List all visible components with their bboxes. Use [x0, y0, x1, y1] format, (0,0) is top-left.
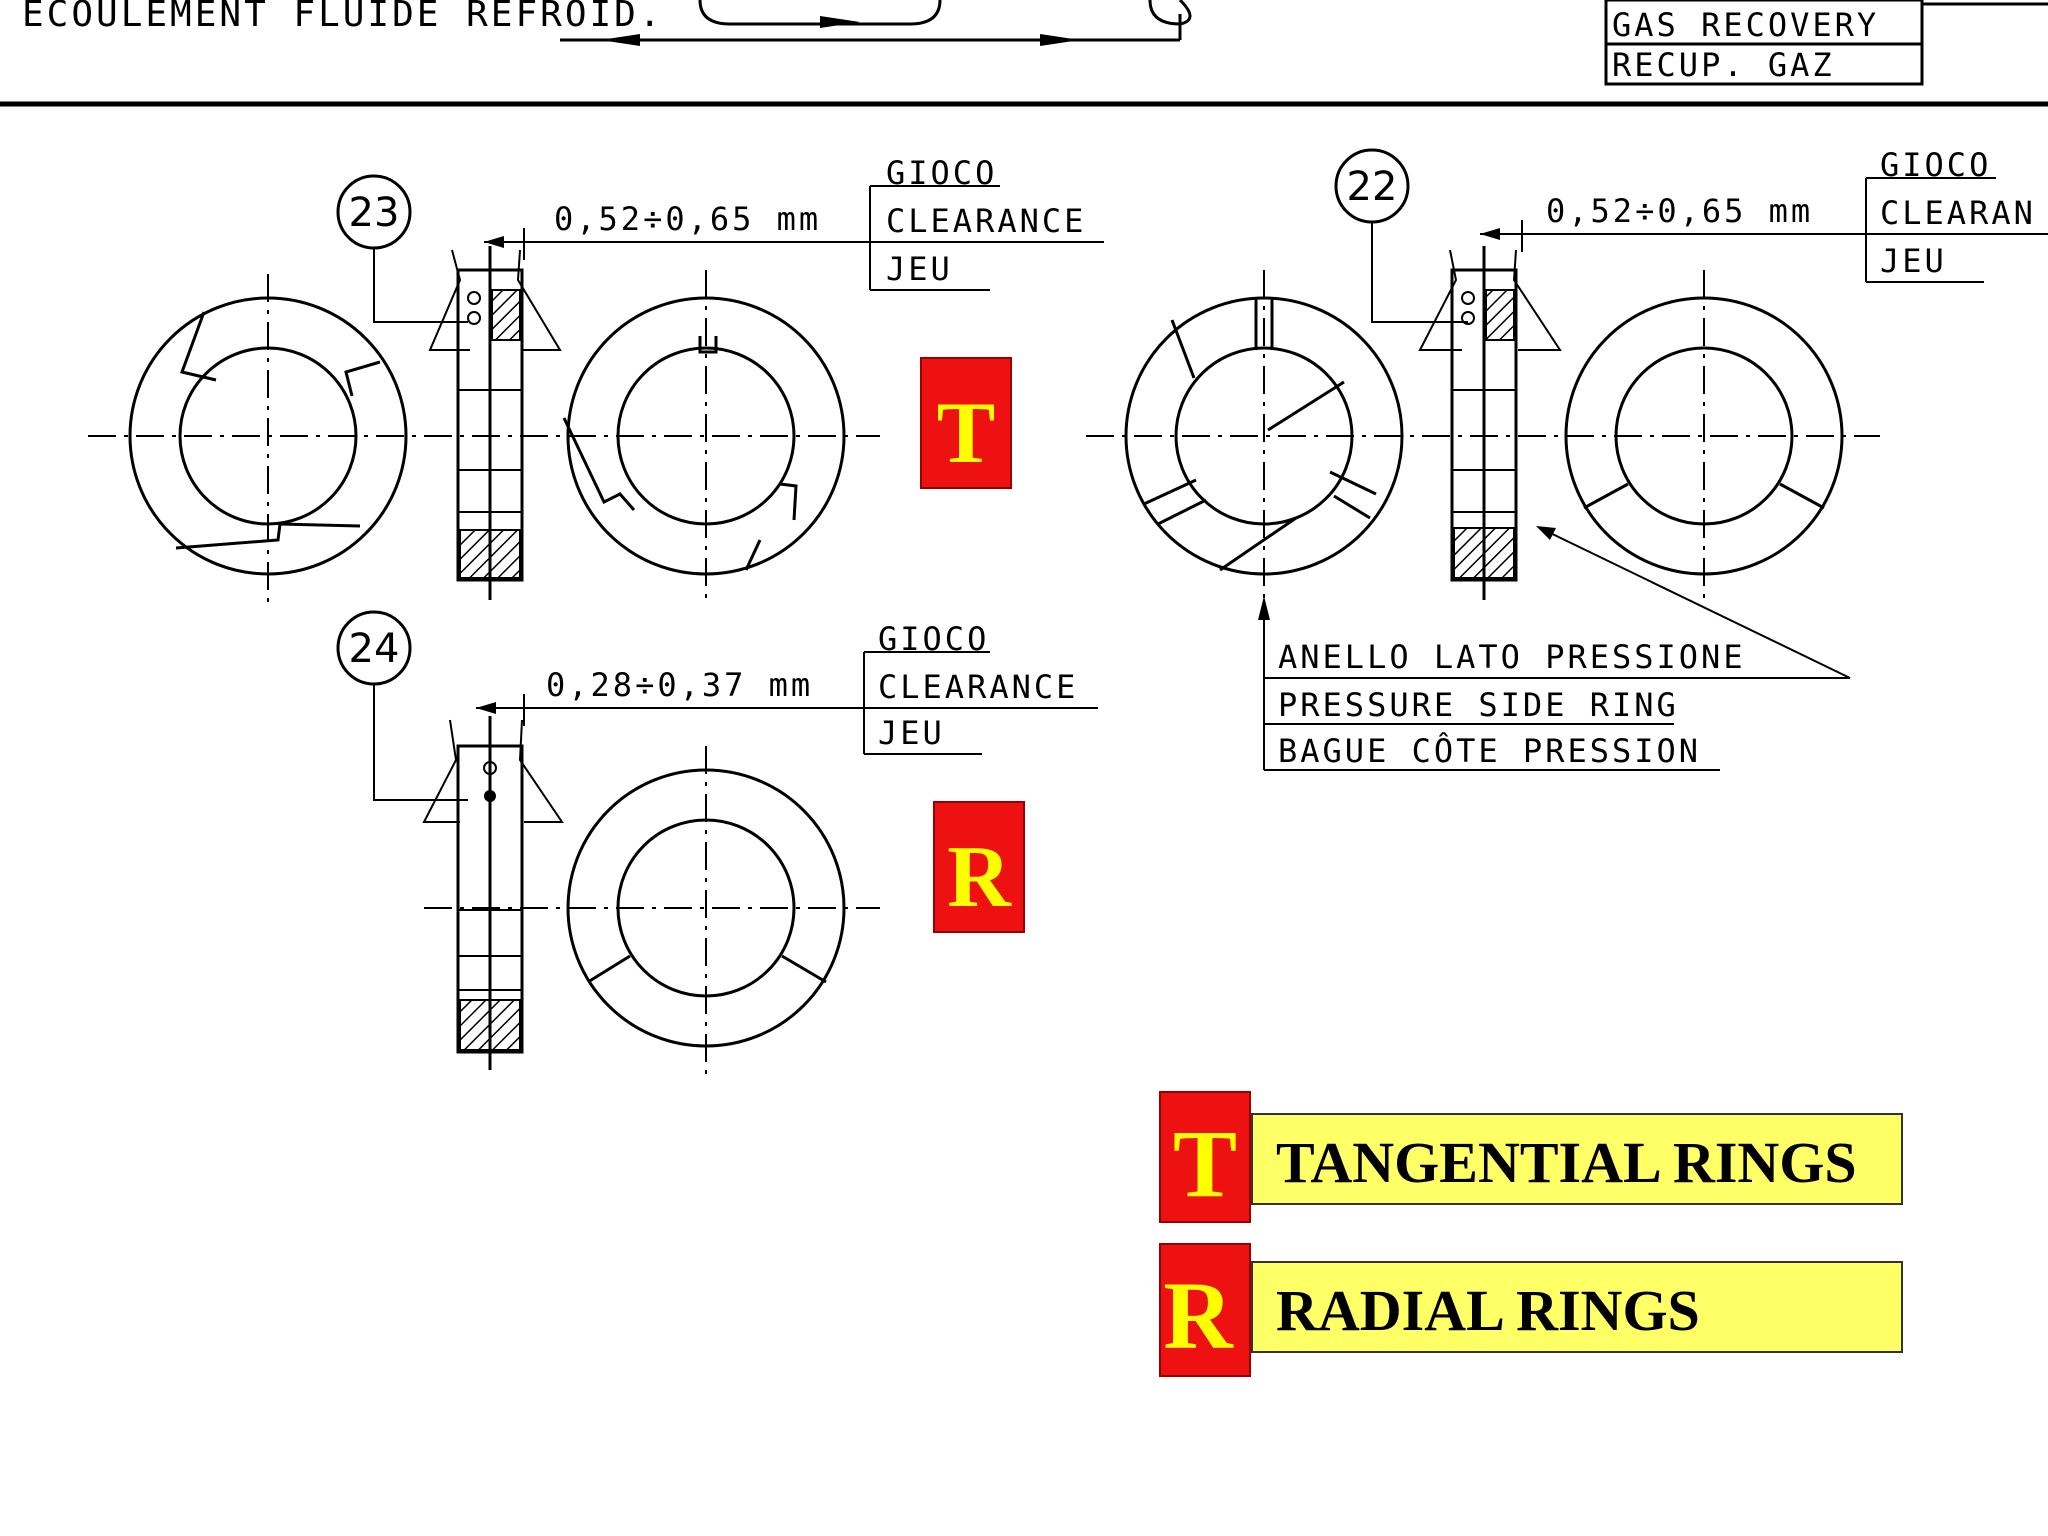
part-23-clearance-label: CLEARANCE — [886, 202, 1086, 240]
part-22-ring-rear — [1564, 296, 1844, 576]
part-23-clearance-value: 0,52÷0,65 mm — [554, 200, 821, 238]
part-23-ring-rear — [566, 296, 846, 576]
recovery-table — [1604, 0, 1924, 86]
legend-box-tangential — [1251, 1113, 1903, 1205]
part-22-gioco-label: GIOCO — [1880, 146, 1991, 184]
part-23-type-badge-letter: T — [937, 385, 996, 482]
flow-arrow — [600, 34, 640, 46]
part-22-ring-front — [1124, 296, 1404, 576]
part-24-number: 24 — [349, 626, 400, 672]
part-24-gioco-label: GIOCO — [878, 620, 989, 658]
legend-badge-r — [1159, 1243, 1251, 1377]
legend-box-radial — [1251, 1261, 1903, 1353]
legend-label-radial: RADIAL RINGS — [1276, 1278, 1700, 1343]
part-24-jeu-label: JEU — [878, 714, 945, 752]
part-23-jeu-label: JEU — [886, 250, 953, 288]
legend-label-tangential: TANGENTIAL RINGS — [1276, 1130, 1857, 1195]
legend-item-tangential: T TANGENTIAL RINGS — [1159, 1091, 1903, 1223]
legend-badge-r-letter: R — [1163, 1262, 1234, 1369]
part-24-type-badge — [933, 801, 1025, 933]
pressure-side-label-fr: BAGUE CÔTE PRESSION — [1278, 731, 1701, 770]
part-22-number: 22 — [1347, 164, 1398, 210]
part-24-assembly: 24 0,28÷0,37 mm GIOCO CLEARANCE JEU — [336, 610, 1098, 1074]
header-strip: ECOULEMENT FLUIDE REFROID. GAS RECOVERY … — [0, 0, 2048, 107]
pressure-side-label-it: ANELLO LATO PRESSIONE — [1278, 638, 1746, 676]
gas-recovery-label: GAS RECOVERY — [1612, 6, 1879, 44]
part-23-assembly: 23 0,52÷0,65 mm GIOCO CLEARANCE JEU — [88, 154, 1104, 604]
part-24-leader — [373, 684, 468, 801]
legend: T TANGENTIAL RINGS R RADIAL RINGS — [1159, 1091, 1903, 1377]
part-22-jeu-label: JEU — [1880, 242, 1947, 280]
flow-arrow — [1040, 34, 1080, 46]
part-23-number: 23 — [349, 190, 400, 236]
part-24-type-badge-letter: R — [947, 829, 1012, 926]
part-24-clearance-value: 0,28÷0,37 mm — [546, 666, 813, 704]
part-23-type-badge — [920, 357, 1012, 489]
pressure-side-label-en: PRESSURE SIDE RING — [1278, 686, 1679, 724]
part-22-clearance-label: CLEARAN — [1880, 194, 2036, 232]
legend-item-radial: R RADIAL RINGS — [1159, 1243, 1903, 1377]
legend-badge-t — [1159, 1091, 1251, 1223]
part-24-ring — [566, 768, 846, 1048]
part-22-leader — [1371, 222, 1468, 323]
part-24-clearance-label: CLEARANCE — [878, 668, 1078, 706]
part-23-gioco-label: GIOCO — [886, 154, 997, 192]
recup-gaz-label: RECUP. GAZ — [1612, 46, 1835, 84]
legend-badge-t-letter: T — [1173, 1110, 1237, 1217]
part-22-clearance-value: 0,52÷0,65 mm — [1546, 192, 1813, 230]
header-left-text: ECOULEMENT FLUIDE REFROID. — [22, 0, 664, 35]
flow-arrow — [820, 16, 860, 28]
part-22-assembly: 22 0,52÷0,65 mm GIOCO CLEARAN JEU — [1086, 146, 2048, 771]
part-23-leader — [373, 248, 468, 323]
part-23-ring-front — [128, 296, 408, 576]
